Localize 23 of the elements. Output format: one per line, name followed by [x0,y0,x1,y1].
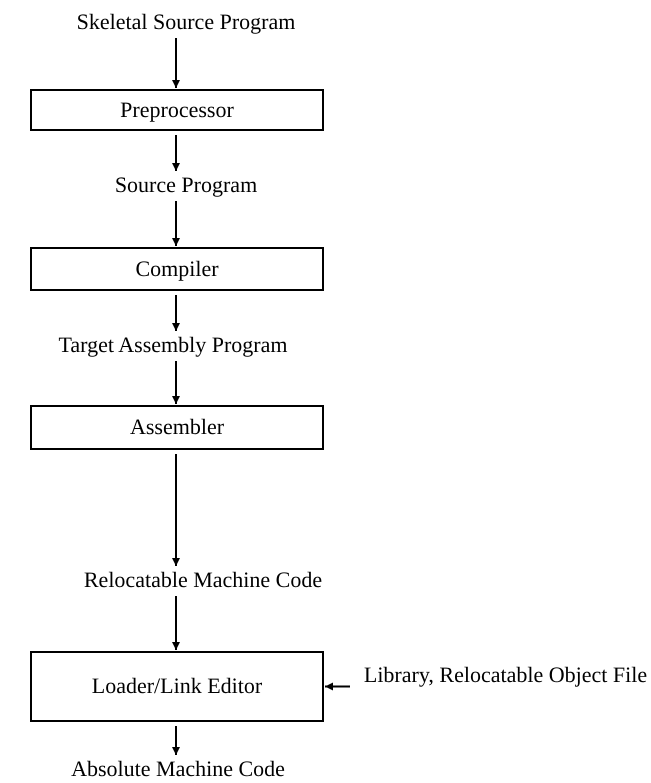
process-box [30,651,324,722]
arrow [172,201,180,246]
process-label: Assembler [130,413,224,442]
process-label: Preprocessor [120,96,234,124]
arrow [172,38,180,88]
arrow [172,361,180,404]
arrow [172,726,180,755]
data-label: Target Assembly Program [58,332,288,357]
arrow [172,454,180,566]
data-label: Library, Relocatable Object File [362,661,648,689]
process-box [30,89,324,131]
process-label: Loader/Link Editor [92,672,262,700]
arrow [172,596,180,650]
process-label: Compiler [135,254,219,283]
arrow [325,682,350,690]
data-label: Absolute Machine Code [71,756,285,781]
process-box [30,405,324,450]
arrow [172,135,180,171]
data-label: Skeletal Source Program [76,9,296,34]
data-label: Source Program [114,172,258,197]
data-label: Relocatable Machine Code [84,567,322,592]
arrow [172,295,180,331]
process-box [30,247,324,291]
